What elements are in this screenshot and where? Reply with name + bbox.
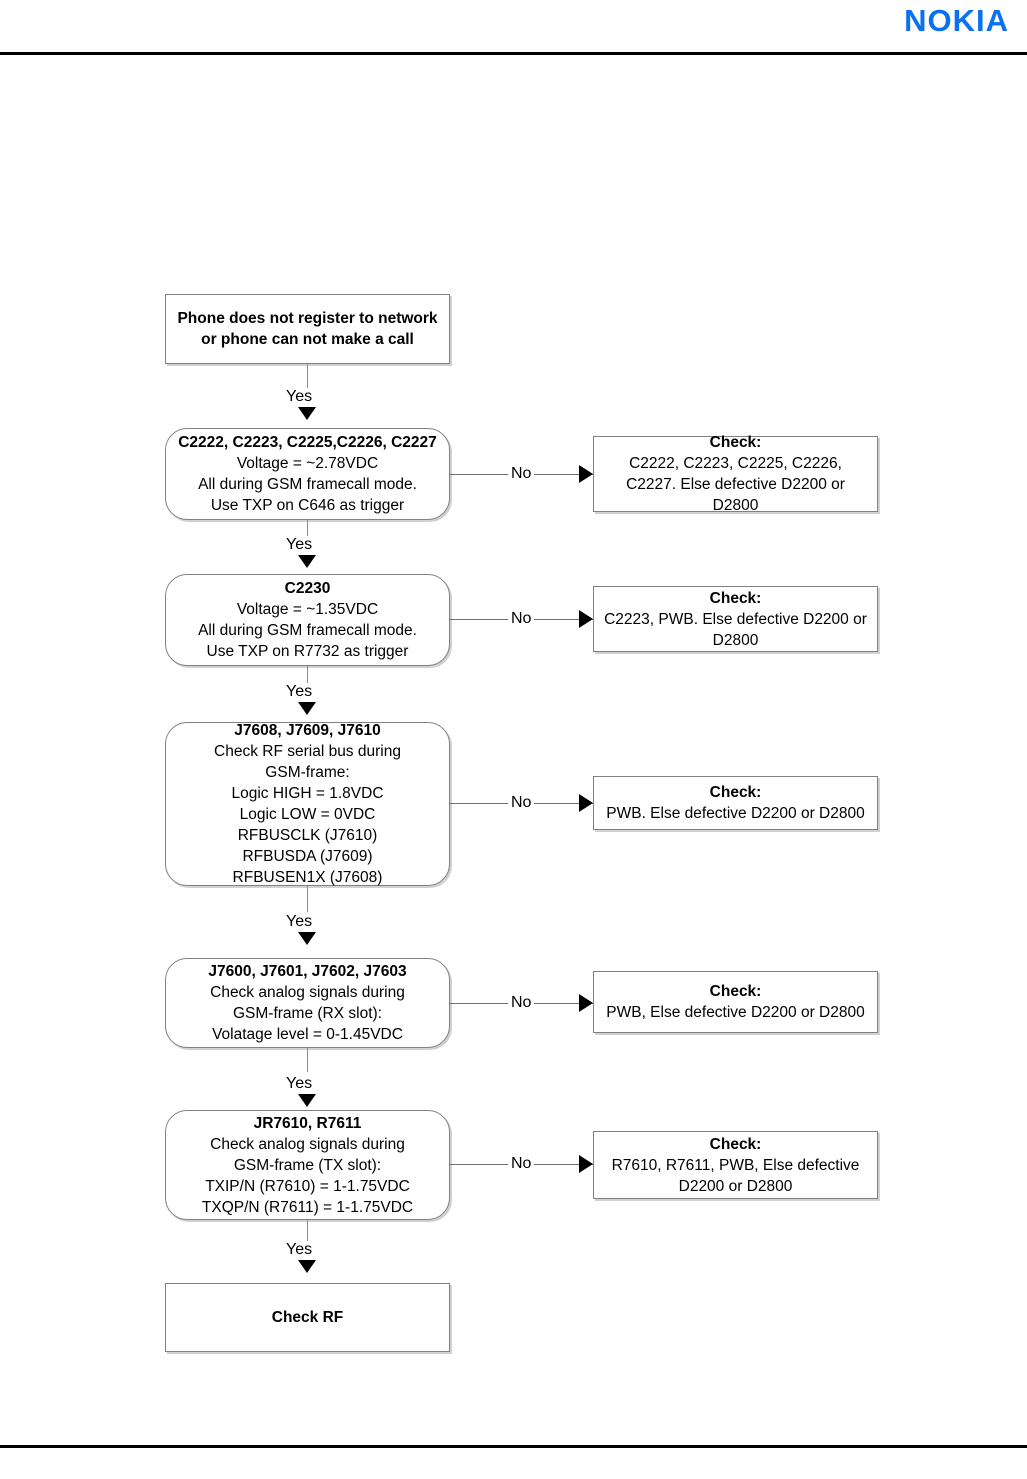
step-4-line-1: Check analog signals during (210, 984, 405, 1001)
step-5-line-2: GSM-frame (TX slot): (233, 1156, 382, 1174)
step-3-line-1: Check RF serial bus during (214, 743, 401, 760)
flow-node-check-5: Check: R7610, R7611, PWB, Else defective… (593, 1131, 878, 1199)
step-3-line-6: RFBUSDA (J7609) (242, 848, 373, 865)
connector-step4-step5 (307, 1048, 308, 1072)
end-line-1: Check RF (271, 1309, 344, 1326)
step-2-title: C2230 (284, 580, 331, 597)
check-2-line-2: D2800 (712, 631, 759, 649)
flow-node-check-2: Check: C2223, PWB. Else defective D2200 … (593, 586, 878, 652)
arrowhead-down-1 (298, 407, 316, 420)
step-5-line-3: TXIP/N (R7610) = 1-1.75VDC (205, 1177, 410, 1195)
step-3-line-2: GSM-frame: (265, 764, 350, 781)
step-5-line-4: TXQP/N (R7611) = 1-1.75VDC (201, 1198, 414, 1216)
check-1-line-3: D2800 (712, 497, 759, 514)
check-1-line-1: C2222, C2223, C2225, C2226, (629, 455, 842, 472)
flow-node-step-2: C2230 Voltage = ~1.35VDC All during GSM … (165, 574, 450, 666)
arrowhead-down-4 (298, 932, 316, 945)
flow-node-step-4: J7600, J7601, J7602, J7603 Check analog … (165, 958, 450, 1048)
step-3-line-3: Logic HIGH = 1.8VDC (231, 785, 384, 802)
edge-label-yes-5: Yes (283, 1075, 316, 1093)
step-2-line-2: All during GSM framecall mode. (198, 622, 417, 639)
check-3-line-1: PWB. Else defective D2200 or D2800 (606, 805, 865, 822)
check-5-line-2: D2200 or D2800 (678, 1177, 793, 1195)
check-4-line-1: PWB, Else defective D2200 or D2800 (606, 1004, 865, 1021)
check-2-line-1: C2223, PWB. Else defective D2200 or (604, 610, 867, 628)
step-4-line-2: GSM-frame (RX slot): (233, 1005, 382, 1022)
edge-label-no-2: No (508, 610, 535, 628)
flow-node-end: Check RF (165, 1283, 450, 1352)
edge-label-yes-2: Yes (283, 536, 316, 554)
check-4-title: Check: (709, 983, 762, 1000)
arrowhead-right-3 (579, 794, 593, 812)
step-5-line-1: Check analog signals during (210, 1135, 405, 1153)
step-2-line-3: Use TXP on R7732 as trigger (206, 643, 409, 660)
edge-label-yes-4: Yes (283, 913, 316, 931)
flow-node-check-4: Check: PWB, Else defective D2200 or D280… (593, 971, 878, 1033)
edge-label-yes-3: Yes (283, 683, 316, 701)
check-1-line-2: C2227. Else defective D2200 or (626, 476, 845, 493)
connector-step5-end (307, 1220, 308, 1242)
step-3-line-7: RFBUSEN1X (J7608) (232, 869, 383, 886)
edge-label-no-3: No (508, 794, 535, 812)
arrowhead-right-1 (579, 465, 593, 483)
flow-node-check-3: Check: PWB. Else defective D2200 or D280… (593, 776, 878, 830)
arrowhead-down-5 (298, 1094, 316, 1107)
flow-node-step-3: J7608, J7609, J7610 Check RF serial bus … (165, 722, 450, 886)
edge-label-yes-6: Yes (283, 1241, 316, 1259)
edge-label-no-4: No (508, 994, 535, 1012)
arrowhead-right-2 (579, 610, 593, 628)
step-3-title: J7608, J7609, J7610 (234, 722, 381, 739)
footer-divider (0, 1445, 1027, 1448)
header-divider (0, 52, 1027, 55)
step-1-line-1: Voltage = ~2.78VDC (236, 455, 379, 472)
connector-step2-step3 (307, 666, 308, 688)
connector-step3-step4 (307, 886, 308, 912)
connector-step1-step2 (307, 520, 308, 542)
step-1-line-3: Use TXP on C646 as trigger (210, 497, 405, 514)
edge-label-yes-1: Yes (283, 388, 316, 406)
nokia-logo: NOKIA (904, 3, 1009, 38)
arrowhead-down-3 (298, 702, 316, 715)
start-line-1: Phone does not register to network (177, 310, 438, 327)
flow-node-start: Phone does not register to network or ph… (165, 294, 450, 364)
step-1-line-2: All during GSM framecall mode. (198, 476, 417, 493)
check-5-line-1: R7610, R7611, PWB, Else defective (611, 1156, 860, 1174)
step-1-title: C2222, C2223, C2225,C2226, C2227 (178, 434, 437, 451)
flow-node-step-5: JR7610, R7611 Check analog signals durin… (165, 1110, 450, 1220)
arrowhead-down-6 (298, 1260, 316, 1273)
flow-node-step-1: C2222, C2223, C2225,C2226, C2227 Voltage… (165, 428, 450, 520)
arrowhead-right-4 (579, 994, 593, 1012)
connector-start-step1 (307, 364, 308, 392)
edge-label-no-5: No (508, 1155, 535, 1173)
step-3-line-4: Logic LOW = 0VDC (239, 806, 376, 823)
check-2-title: Check: (709, 589, 762, 607)
flow-node-check-1: Check: C2222, C2223, C2225, C2226, C2227… (593, 434, 878, 514)
check-1-title: Check: (709, 434, 762, 451)
arrowhead-right-5 (579, 1155, 593, 1173)
step-4-line-3: Volatage level = 0-1.45VDC (212, 1026, 403, 1043)
step-4-title: J7600, J7601, J7602, J7603 (208, 963, 407, 980)
step-5-title: JR7610, R7611 (253, 1114, 362, 1132)
step-2-line-1: Voltage = ~1.35VDC (236, 601, 379, 618)
step-3-line-5: RFBUSCLK (J7610) (237, 827, 378, 844)
check-3-title: Check: (709, 784, 762, 801)
check-5-title: Check: (709, 1135, 762, 1153)
arrowhead-down-2 (298, 555, 316, 568)
edge-label-no-1: No (508, 465, 535, 483)
start-line-2: or phone can not make a call (201, 331, 414, 348)
